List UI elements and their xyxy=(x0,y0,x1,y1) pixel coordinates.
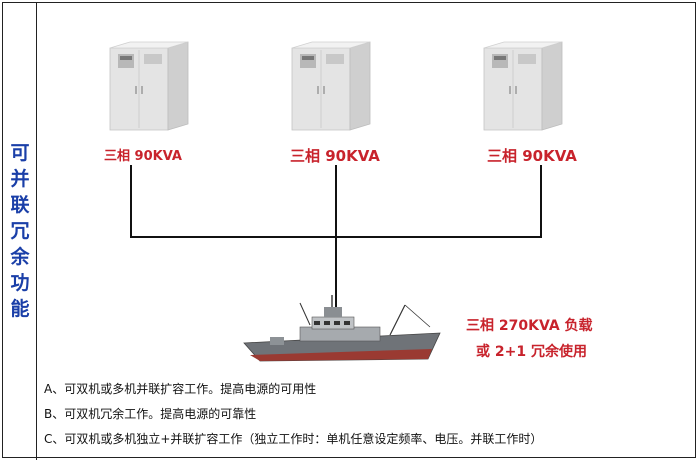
sidebar-char: 冗 xyxy=(10,220,30,242)
load-capacity-text: 三相 270KVA 负载 xyxy=(466,318,593,334)
sidebar-title: 可 并 联 冗 余 功 能 xyxy=(8,140,32,322)
unit-label: 三相 90KVA xyxy=(290,147,380,165)
note-b: B、可双机冗余工作。提高电源的可靠性 xyxy=(44,407,257,421)
connection-line xyxy=(335,236,337,310)
power-cabinet-icon xyxy=(483,41,563,131)
connection-line xyxy=(540,165,542,238)
outer-frame xyxy=(2,2,696,458)
unit-label: 三相 90KVA xyxy=(104,149,182,164)
sidebar-char: 联 xyxy=(10,194,30,216)
sidebar-char: 余 xyxy=(10,246,30,268)
unit-label: 三相 90KVA xyxy=(487,147,577,165)
sidebar-divider xyxy=(36,2,37,460)
sidebar-char: 功 xyxy=(10,272,30,294)
note-c: C、可双机或多机独立+并联扩容工作（独立工作时：单机任意设定频率、电压。并联工作… xyxy=(44,432,543,446)
connection-line xyxy=(130,165,132,238)
power-cabinet-icon xyxy=(109,41,189,131)
note-a: A、可双机或多机并联扩容工作。提高电源的可用性 xyxy=(44,382,317,396)
power-cabinet-icon xyxy=(291,41,371,131)
connection-line xyxy=(335,165,337,238)
sidebar-char: 可 xyxy=(10,142,30,164)
sidebar-char: 并 xyxy=(10,168,30,190)
sidebar-char: 能 xyxy=(10,298,30,320)
ship-icon xyxy=(243,295,441,362)
redundancy-text: 或 2+1 冗余使用 xyxy=(476,344,587,360)
